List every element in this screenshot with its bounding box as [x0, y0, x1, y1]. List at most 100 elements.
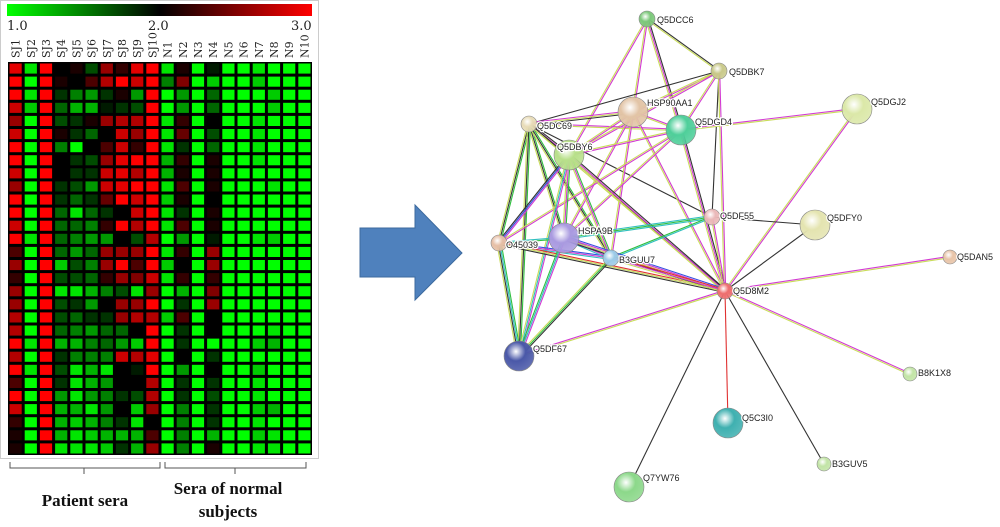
heatmap-cell: [131, 273, 144, 284]
node-q5dcc6[interactable]: Q5DCC6: [638, 10, 695, 28]
heatmap-cell: [267, 351, 281, 362]
column-label: SJ7: [101, 39, 114, 58]
node-b3guv5[interactable]: B3GUV5: [816, 456, 869, 472]
heatmap-cell: [100, 155, 113, 166]
node-q5df55[interactable]: Q5DF55: [703, 208, 755, 226]
node-b8k1x8[interactable]: B8K1X8: [902, 366, 952, 382]
protein-node-icon[interactable]: [602, 249, 620, 267]
protein-node-icon[interactable]: [716, 282, 734, 300]
heatmap-cell: [131, 312, 144, 323]
heatmap-cell: [222, 168, 235, 179]
heatmap-cell: [115, 404, 129, 415]
heatmap-cell: [222, 364, 235, 375]
protein-node-icon[interactable]: [520, 115, 538, 133]
heatmap-cell: [176, 129, 189, 140]
heatmap-cell: [39, 129, 53, 140]
protein-node-icon[interactable]: [503, 340, 535, 372]
node-label: Q5D8M2: [733, 286, 769, 296]
heatmap-cell: [70, 312, 83, 323]
protein-node-icon[interactable]: [942, 249, 958, 265]
heatmap-cell: [70, 181, 83, 192]
heatmap-cell: [115, 168, 129, 179]
heatmap-cell: [39, 102, 53, 113]
heatmap-cell: [146, 312, 159, 323]
column-label: N4: [207, 41, 220, 58]
edge-Q5DGD4-HSPA9B: [563, 129, 682, 239]
heatmap-cell: [161, 194, 174, 205]
node-q5dgj2[interactable]: Q5DGJ2: [841, 93, 907, 125]
heatmap-cell: [131, 260, 144, 271]
heatmap-cell: [55, 89, 68, 100]
heatmap-cell: [176, 115, 189, 126]
node-hspa9b[interactable]: HSPA9B: [548, 222, 614, 254]
protein-node-icon[interactable]: [617, 96, 649, 128]
heatmap-cell: [85, 364, 98, 375]
heatmap-cell: [283, 260, 296, 271]
heatmap-cell: [191, 312, 205, 323]
heatmap-cell: [252, 76, 265, 87]
heatmap-cell: [191, 364, 205, 375]
heatmap-cell: [115, 417, 129, 428]
node-q5dc69[interactable]: Q5DC69: [520, 115, 573, 133]
heatmap-cell: [115, 63, 129, 74]
edge-line: [528, 123, 713, 218]
edge-line: [610, 258, 725, 293]
node-b3guu7[interactable]: B3GUU7: [602, 249, 656, 267]
protein-node-icon[interactable]: [710, 62, 728, 80]
heatmap-cell: [85, 102, 98, 113]
heatmap-cell: [237, 351, 250, 362]
heatmap-cell: [176, 194, 189, 205]
node-o45039[interactable]: O45039: [490, 234, 539, 252]
protein-node-icon[interactable]: [841, 93, 873, 125]
heatmap-cell: [207, 391, 220, 402]
protein-node-icon[interactable]: [490, 234, 508, 252]
heatmap-cell: [100, 377, 113, 388]
heatmap-cell: [39, 443, 53, 454]
edge-HSPA9B-Q5DF67: [517, 237, 566, 357]
edge-line: [564, 130, 682, 239]
node-hsp90aa1[interactable]: HSP90AA1: [617, 96, 694, 128]
protein-node-icon[interactable]: [548, 222, 580, 254]
heatmap-cell: [176, 430, 189, 441]
heatmap-cell: [24, 377, 37, 388]
heatmap-cell: [191, 115, 205, 126]
protein-node-icon[interactable]: [816, 456, 832, 472]
heatmap-cell: [100, 286, 113, 297]
protein-node-icon[interactable]: [553, 139, 585, 171]
scale-label-max: 3.0: [291, 19, 312, 34]
node-q5c3i0[interactable]: Q5C3I0: [712, 407, 774, 439]
protein-node-icon[interactable]: [902, 366, 918, 382]
heatmap-cell: [85, 220, 98, 231]
heatmap-cell: [131, 220, 144, 231]
node-q5dby6[interactable]: Q5DBY6: [553, 139, 594, 171]
heatmap-cell: [39, 194, 53, 205]
heatmap-cell: [24, 89, 37, 100]
edge-line: [519, 238, 566, 357]
heatmap-cell: [115, 351, 129, 362]
edge-line: [569, 154, 613, 258]
heatmap-cell: [100, 430, 113, 441]
column-label: SJ4: [55, 39, 68, 58]
node-q7yw76[interactable]: Q7YW76: [613, 471, 681, 503]
node-q5dfy0[interactable]: Q5DFY0: [799, 209, 863, 241]
heatmap-cell: [146, 76, 159, 87]
protein-node-icon[interactable]: [712, 407, 744, 439]
heatmap-cell: [237, 364, 250, 375]
edge-line: [611, 256, 726, 291]
protein-node-icon[interactable]: [638, 10, 656, 28]
protein-node-icon[interactable]: [613, 471, 645, 503]
heatmap-cell: [161, 351, 174, 362]
node-q5df67[interactable]: Q5DF67: [503, 340, 568, 372]
protein-node-icon[interactable]: [665, 114, 697, 146]
node-q5d8m2[interactable]: Q5D8M2: [716, 282, 770, 300]
node-q5dan5[interactable]: Q5DAN5: [942, 249, 994, 265]
heatmap-cell: [252, 430, 265, 441]
heatmap-cell: [24, 115, 37, 126]
heatmap-cell: [70, 142, 83, 153]
node-q5dgd4[interactable]: Q5DGD4: [665, 114, 733, 146]
protein-node-icon[interactable]: [799, 209, 831, 241]
protein-node-icon[interactable]: [703, 208, 721, 226]
column-label: N6: [238, 41, 251, 58]
heatmap-cell: [70, 351, 83, 362]
node-q5dbk7[interactable]: Q5DBK7: [710, 62, 766, 80]
